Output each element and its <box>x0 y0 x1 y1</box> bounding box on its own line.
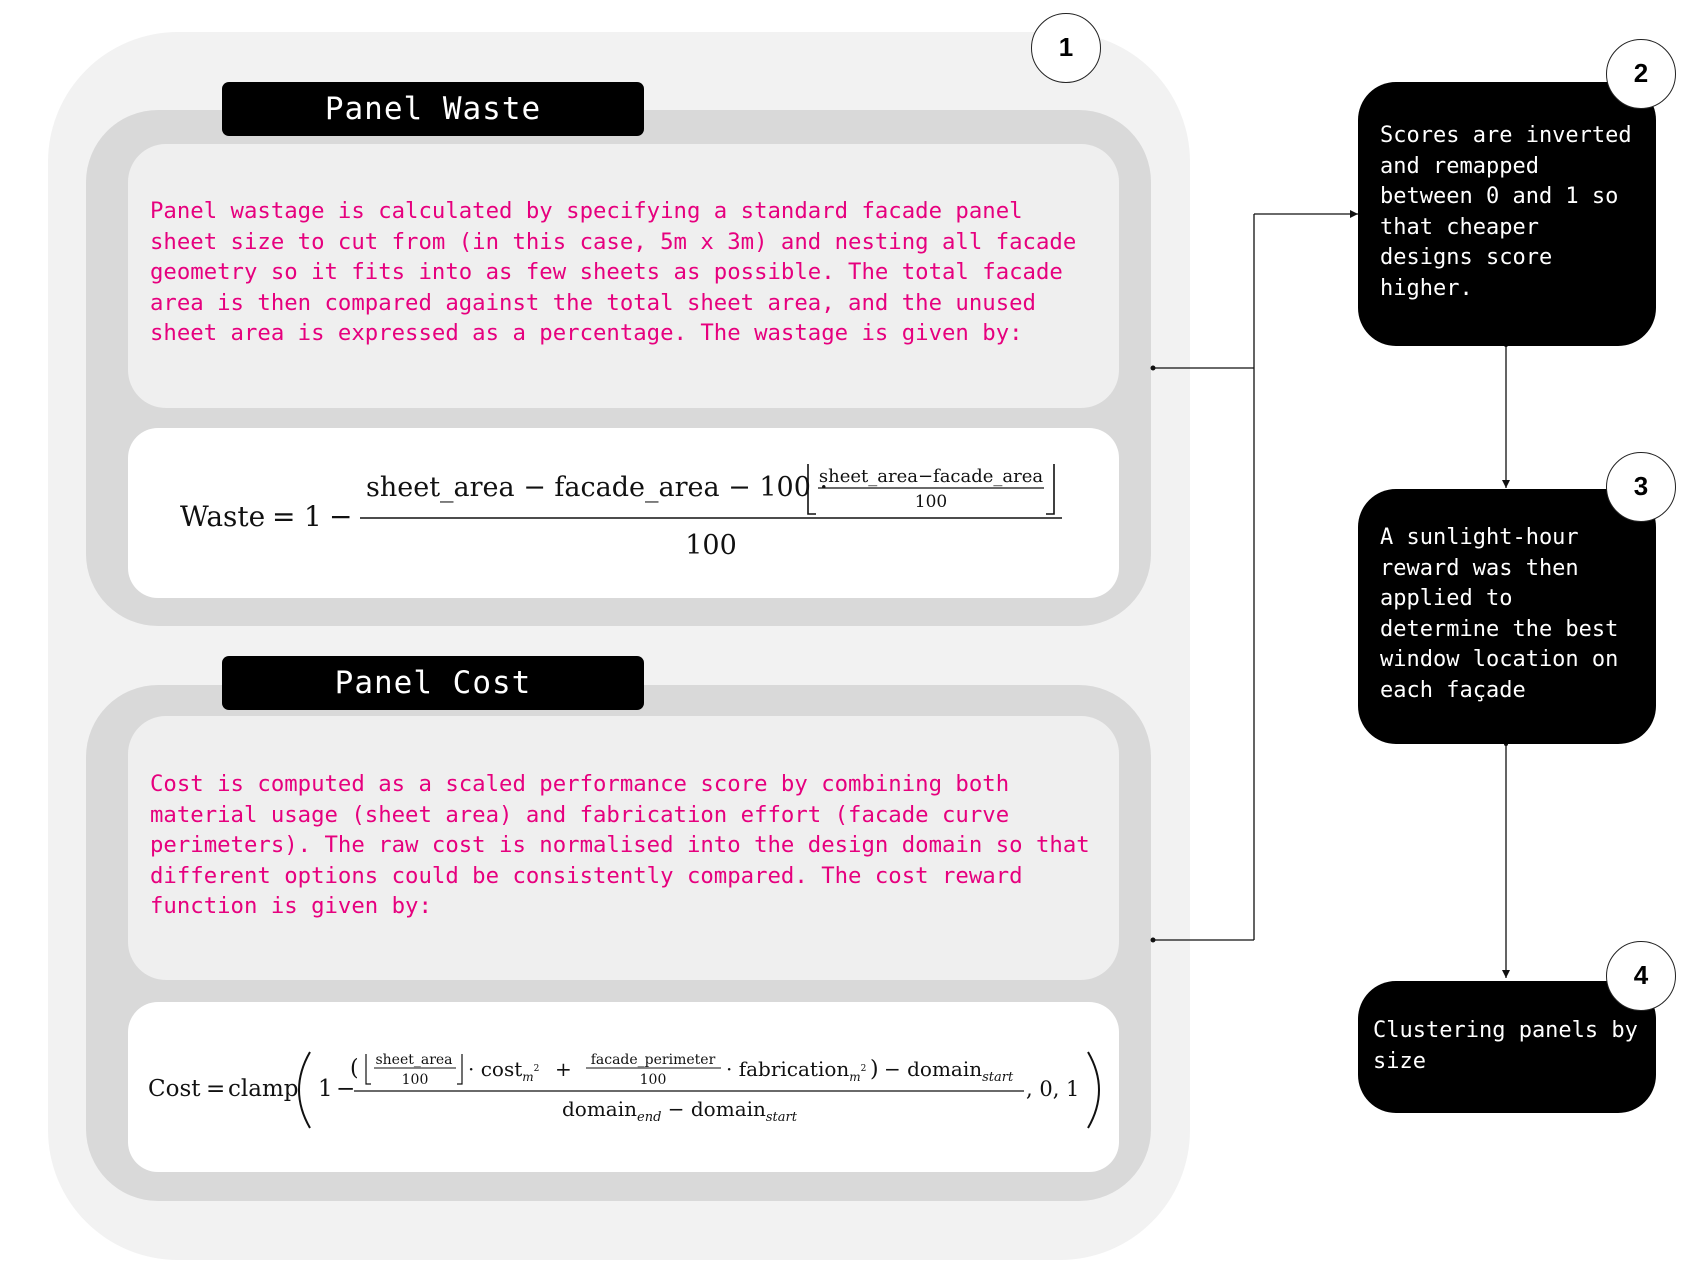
panel-cost-title: Panel Cost <box>222 656 644 710</box>
panel-waste-description: Panel wastage is calculated by specifyin… <box>150 198 1077 346</box>
cost-tail: , 0, 1 <box>1026 1077 1079 1101</box>
step-2-box <box>1358 82 1656 346</box>
step-4-box <box>1358 981 1656 1113</box>
step-4-badge: 4 <box>1606 941 1676 1011</box>
cost-formula: Cost = clamp 1 − ( sheet_area 100 · cost… <box>148 1051 1100 1129</box>
waste-formula: Waste = 1 − sheet_area − facade_area − 1… <box>180 464 1062 561</box>
waste-minus: − <box>329 500 352 533</box>
waste-lhs: Waste <box>180 500 265 533</box>
cost-formula-card <box>128 1002 1119 1172</box>
cost-one: 1 <box>318 1076 333 1102</box>
panel-cost-text-card <box>128 716 1119 980</box>
cost-plus: + <box>555 1057 572 1081</box>
cost-frac1-num: sheet_area <box>375 1052 452 1068</box>
step-2-text: Scores are inverted and remapped between… <box>1380 123 1632 301</box>
waste-one: 1 <box>304 500 322 533</box>
cost-close-paren: ) <box>870 1057 879 1082</box>
cost-clamp: clamp <box>228 1076 298 1102</box>
cost-cost-term: · costm2 <box>468 1057 539 1084</box>
waste-denominator: 100 <box>685 530 737 561</box>
panel-cost-description: Cost is computed as a scaled performance… <box>150 771 1090 919</box>
cost-denominator: domainend − domainstart <box>562 1097 798 1125</box>
cost-frac2-den: 100 <box>640 1072 667 1088</box>
waste-formula-card <box>128 428 1119 598</box>
waste-inner-den: 100 <box>915 492 947 512</box>
cost-eq: = <box>206 1076 225 1102</box>
cost-open-paren: ( <box>350 1056 359 1081</box>
waste-numerator: sheet_area − facade_area − 100 · <box>366 472 828 503</box>
cost-domain-start: − domainstart <box>884 1057 1014 1085</box>
panel-waste-text-card <box>128 144 1119 408</box>
waste-eq: = <box>272 500 295 533</box>
cost-fab-term: · fabricationm2 <box>726 1057 866 1084</box>
cost-frac1-den: 100 <box>402 1072 429 1088</box>
step-3-badge: 3 <box>1606 452 1676 522</box>
step-4-text: Clustering panels by size <box>1373 1018 1638 1074</box>
step-3-box <box>1358 489 1656 744</box>
cost-minus: − <box>336 1076 355 1102</box>
panel-waste-title: Panel Waste <box>222 82 644 136</box>
waste-inner-num: sheet_area−facade_area <box>819 466 1044 487</box>
cost-lhs: Cost <box>148 1076 201 1102</box>
cost-frac2-num: facade_perimeter <box>591 1052 716 1068</box>
step-3-text: A sunlight-hour reward was then applied … <box>1380 525 1619 703</box>
step-1-badge: 1 <box>1031 13 1101 83</box>
step-2-badge: 2 <box>1606 39 1676 109</box>
